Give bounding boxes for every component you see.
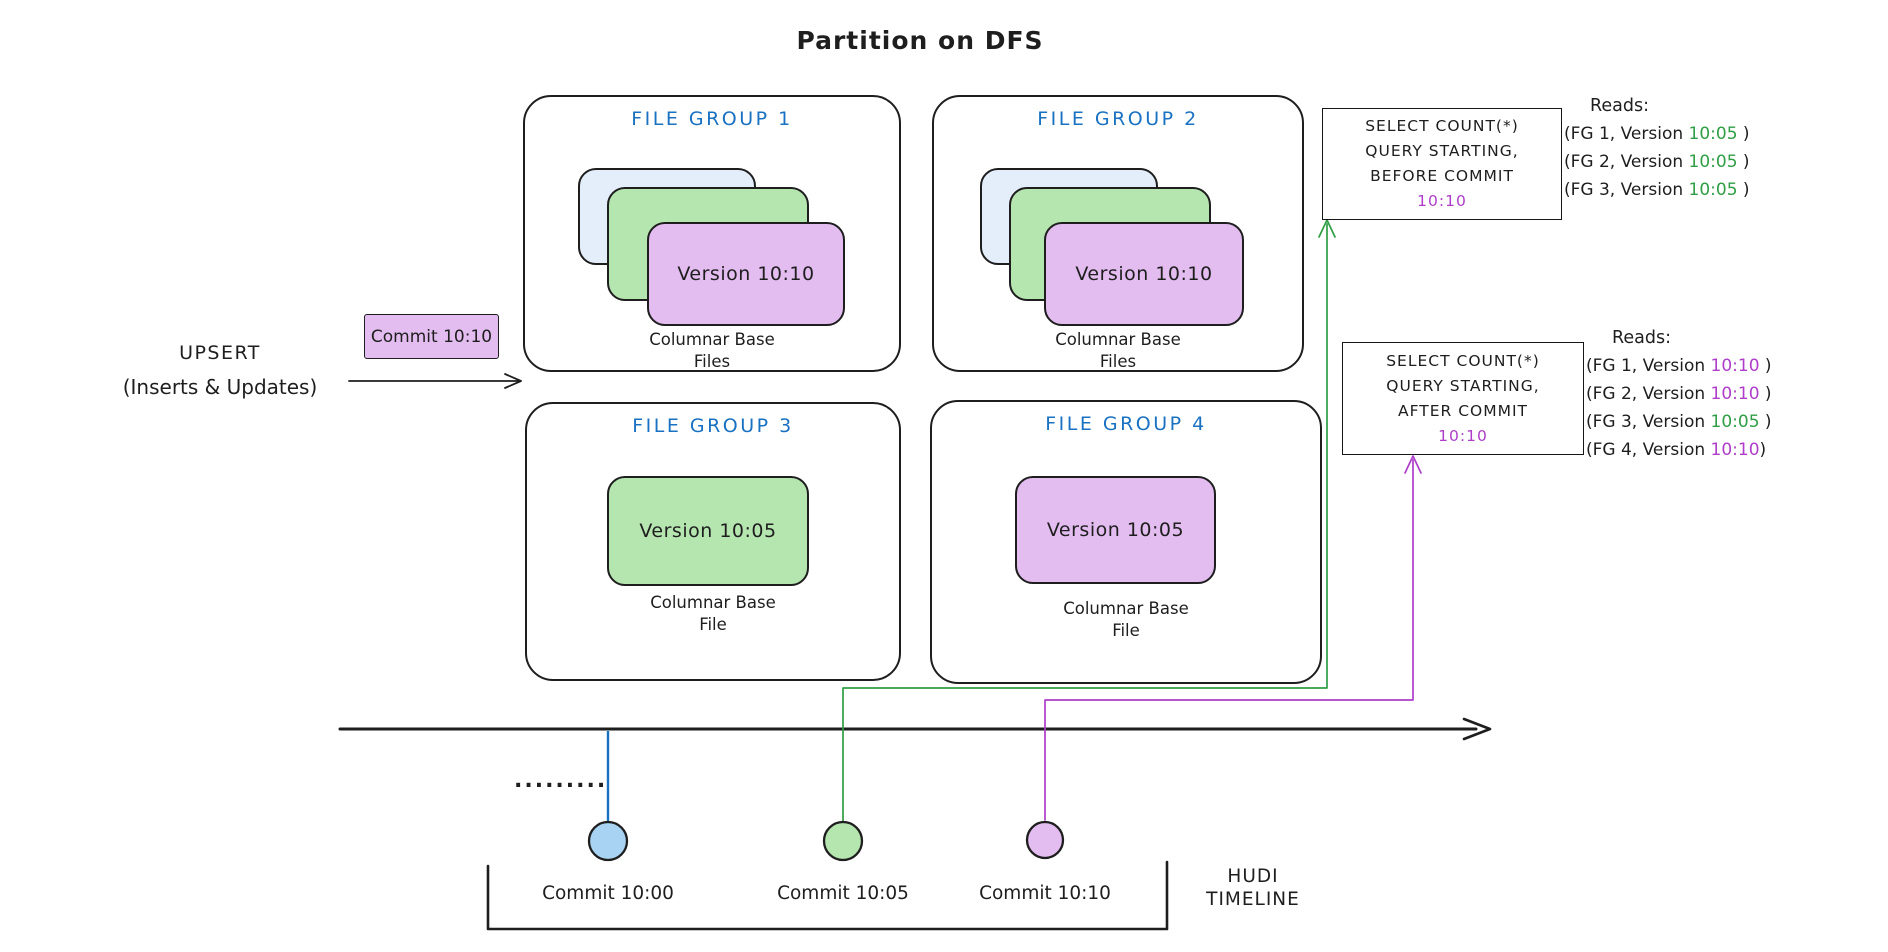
file-group-2-version-text: Version 10:10	[1075, 263, 1213, 285]
query-before-commit-time: 10:10	[1417, 192, 1467, 210]
commit-1005-label: Commit 10:05	[777, 883, 909, 904]
file-group-2-version-card: Version 10:10	[1044, 222, 1244, 326]
reads-row: (FG 2, Version 10:10 )	[1586, 384, 1772, 404]
file-group-4-label: FILE GROUP 4	[1045, 413, 1207, 435]
upsert-label-line1: UPSERT	[179, 342, 261, 364]
file-group-3-version-card: Version 10:05	[607, 476, 809, 586]
file-group-4-version-text: Version 10:05	[1046, 519, 1185, 541]
diagram-title: Partition on DFS	[796, 26, 1044, 55]
file-group-4-box: FILE GROUP 4 Version 10:05 Columnar Base…	[930, 400, 1322, 684]
file-group-4-caption: Columnar Base File	[1063, 599, 1189, 640]
reads-title: Reads:	[1590, 96, 1649, 116]
reads-after-commit: Reads: (FG 1, Version 10:10 ) (FG 2, Ver…	[1586, 324, 1772, 464]
commit-1000-dot	[587, 820, 629, 862]
file-group-3-version-text: Version 10:05	[639, 520, 777, 542]
file-group-4-version-card: Version 10:05	[1015, 476, 1216, 584]
query-after-commit-box: SELECT COUNT(*) QUERY STARTING, AFTER CO…	[1342, 342, 1584, 455]
upsert-label-line2: (Inserts & Updates)	[122, 375, 318, 399]
file-group-3-caption: Columnar Base File	[650, 593, 776, 634]
file-group-1-box: FILE GROUP 1 Version 10:10 Columnar Base…	[523, 95, 901, 372]
query-before-commit-box: SELECT COUNT(*) QUERY STARTING, BEFORE C…	[1322, 108, 1562, 220]
commit-1010-badge: Commit 10:10	[364, 314, 499, 359]
file-group-1-label: FILE GROUP 1	[631, 108, 793, 130]
file-group-2-caption: Columnar Base Files	[1055, 330, 1181, 371]
file-group-2-label: FILE GROUP 2	[1037, 108, 1199, 130]
file-group-2-box: FILE GROUP 2 Version 10:10 Columnar Base…	[932, 95, 1304, 372]
reads-before-commit: Reads: (FG 1, Version 10:05 ) (FG 2, Ver…	[1564, 92, 1750, 204]
file-group-1-caption: Columnar Base Files	[649, 330, 775, 371]
reads-row: (FG 3, Version 10:05 )	[1564, 180, 1750, 200]
commit-1005-dot	[822, 820, 864, 862]
commit-1010-dot	[1025, 820, 1065, 860]
commit-1010-label: Commit 10:10	[979, 883, 1111, 904]
file-group-3-label: FILE GROUP 3	[632, 415, 794, 437]
reads-title: Reads:	[1612, 328, 1671, 348]
file-group-1-version-text: Version 10:10	[677, 263, 815, 285]
hudi-timeline-label: HUDI TIMELINE	[1206, 866, 1300, 910]
reads-row: (FG 2, Version 10:05 )	[1564, 152, 1750, 172]
upsert-label: UPSERT (Inserts & Updates)	[60, 336, 380, 404]
query-after-commit-time: 10:10	[1438, 426, 1488, 445]
timeline-axis-arrow	[338, 717, 1492, 741]
file-group-3-box: FILE GROUP 3 Version 10:05 Columnar Base…	[525, 402, 901, 681]
reads-row: (FG 3, Version 10:05 )	[1586, 412, 1772, 432]
file-group-1-version-card: Version 10:10	[647, 222, 845, 326]
reads-row: (FG 4, Version 10:10)	[1586, 440, 1767, 460]
reads-row: (FG 1, Version 10:10 )	[1586, 356, 1772, 376]
reads-row: (FG 1, Version 10:05 )	[1564, 124, 1750, 144]
commit-1000-label: Commit 10:00	[542, 883, 674, 904]
earlier-commits-ellipsis: .........	[514, 768, 608, 793]
